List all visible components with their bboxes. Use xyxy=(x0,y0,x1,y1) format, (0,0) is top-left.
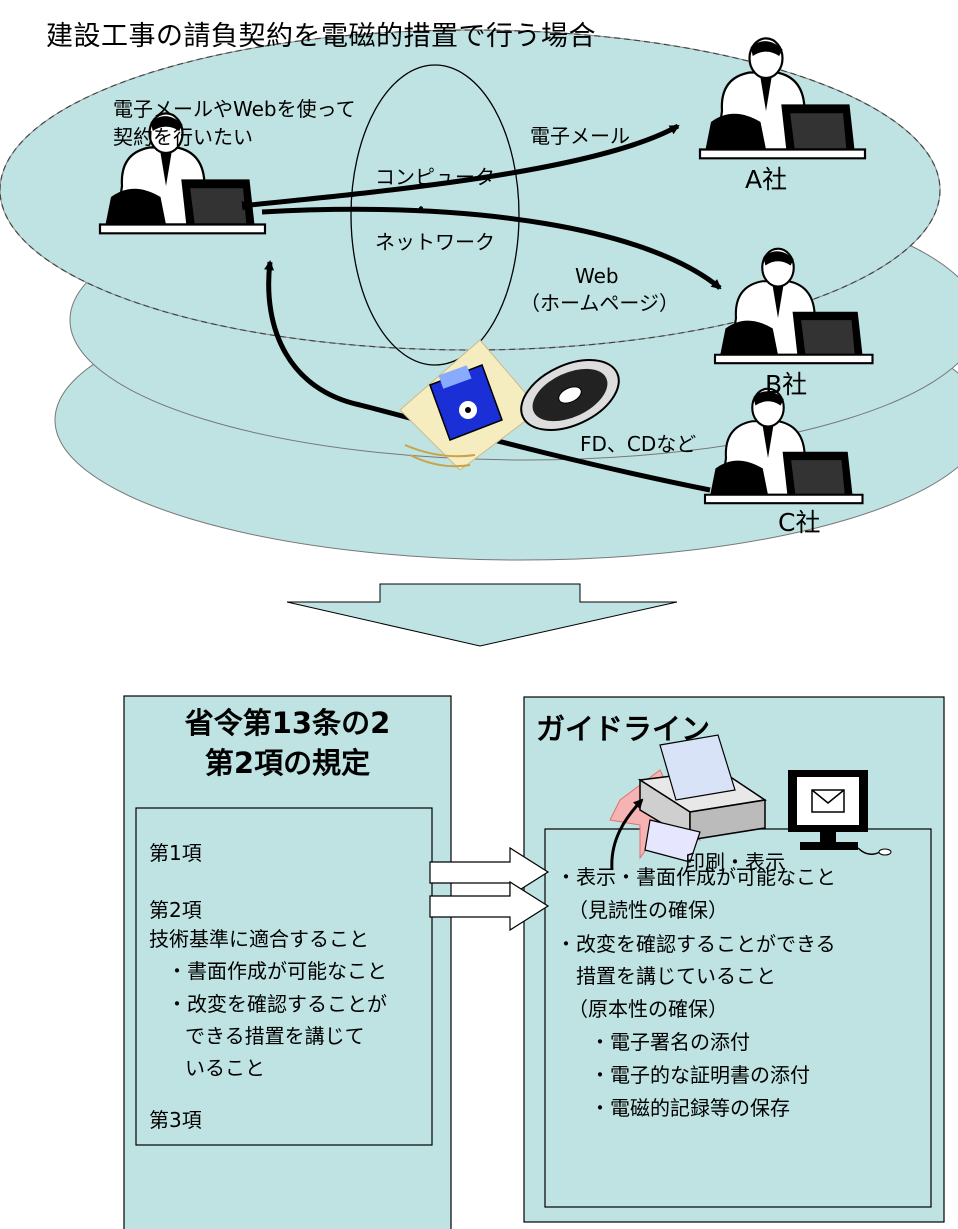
right-arrow-icon-2 xyxy=(429,880,550,932)
user-text-line-1: 電子メールやWebを使って xyxy=(113,97,356,121)
company-c-label: C社 xyxy=(778,508,821,537)
right-line-8: ・電磁的記録等の保存 xyxy=(590,1096,790,1120)
left-line-6: できる措置を講じて xyxy=(185,1024,365,1048)
right-line-2: （見読性の確保） xyxy=(568,898,728,922)
down-arrow-icon xyxy=(286,583,678,647)
right-line-6: ・電子署名の添付 xyxy=(590,1030,750,1054)
right-line-1: ・表示・書面作成が可能なこと xyxy=(556,865,836,889)
network-label-line-2: ・ xyxy=(411,197,431,221)
media-label: FD、CDなど xyxy=(580,432,697,456)
left-line-3: 技術基準に適合すること xyxy=(149,927,369,951)
left-box-title-line-1: 省令第13条の2 xyxy=(184,706,391,740)
network-label-line-1: コンピュータ xyxy=(375,165,495,189)
printer-icon xyxy=(609,734,768,863)
right-line-3: ・改変を確認することができる xyxy=(556,932,836,956)
right-line-7: ・電子的な証明書の添付 xyxy=(590,1063,810,1087)
company-a-label: A社 xyxy=(745,165,788,194)
web-arrow xyxy=(261,206,722,290)
right-arrow-icon xyxy=(429,846,550,898)
network-ellipse xyxy=(350,64,520,366)
company-b-label: B社 xyxy=(765,370,808,399)
media-arrow xyxy=(264,260,711,493)
left-line-7: いること xyxy=(185,1056,265,1080)
network-label-line-3: ネットワーク xyxy=(375,230,495,254)
floppy-disk-icon xyxy=(399,339,541,471)
web-label-line-1: Web xyxy=(575,264,619,288)
left-line-5: ・改変を確認することが xyxy=(167,992,387,1016)
user-text-line-2: 契約を行いたい xyxy=(113,125,253,149)
cd-icon xyxy=(520,359,620,431)
web-label-line-2: （ホームページ） xyxy=(520,291,679,315)
monitor-mail-icon xyxy=(788,770,892,856)
left-inner-box xyxy=(135,807,433,1146)
email-arrow xyxy=(241,123,680,211)
left-line-1: 第1項 xyxy=(149,841,202,865)
print-arrow xyxy=(610,798,644,871)
left-box-title-line-2: 第2項の規定 xyxy=(204,746,371,780)
left-line-2: 第2項 xyxy=(149,898,202,922)
print-display-label: 印刷・表示 xyxy=(685,850,785,874)
email-label: 電子メール xyxy=(530,124,630,148)
right-box-title: ガイドライン xyxy=(536,712,711,746)
right-line-5: （原本性の確保） xyxy=(568,997,728,1021)
left-line-4: ・書面作成が可能なこと xyxy=(167,959,387,983)
page-title: 建設工事の請負契約を電磁的措置で行う場合 xyxy=(46,21,596,52)
left-line-8: 第3項 xyxy=(149,1108,202,1132)
right-line-4: 措置を講じていること xyxy=(576,964,776,988)
